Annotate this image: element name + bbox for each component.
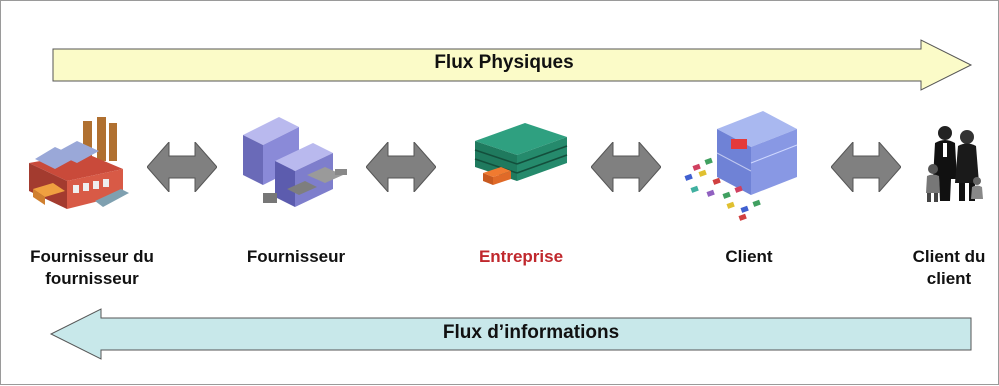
physical-flow-label: Flux Physiques <box>434 52 574 73</box>
factory-icon <box>29 117 129 209</box>
node-label-supplier: Fournisseur <box>221 246 371 268</box>
connector-arrow-2 <box>366 142 436 192</box>
node-label-line1: Fournisseur du <box>30 247 154 266</box>
information-flow-label: Flux d’informations <box>442 322 620 343</box>
connector-arrow-3 <box>591 142 661 192</box>
node-label-line2: client <box>926 269 972 288</box>
node-label-line2: fournisseur <box>45 269 139 288</box>
physical-flow-arrow <box>52 39 973 91</box>
node-label-client-of-client: Client du client <box>899 246 999 290</box>
family-icon <box>926 126 983 202</box>
plant-icon <box>243 117 347 207</box>
node-label-supplier-of-supplier: Fournisseur du fournisseur <box>7 246 177 290</box>
node-label-line1: Client <box>725 247 773 266</box>
warehouse-icon <box>474 123 568 185</box>
node-label-line1: Fournisseur <box>246 247 346 266</box>
node-label-line1: Client du <box>912 247 986 266</box>
node-label-line1: Entreprise <box>478 247 564 266</box>
node-label-client: Client <box>689 246 809 268</box>
store-icon <box>684 111 798 221</box>
connector-arrow-4 <box>831 142 901 192</box>
node-label-company: Entreprise <box>446 246 596 268</box>
information-flow-arrow <box>49 308 972 360</box>
connector-arrow-1 <box>147 142 217 192</box>
